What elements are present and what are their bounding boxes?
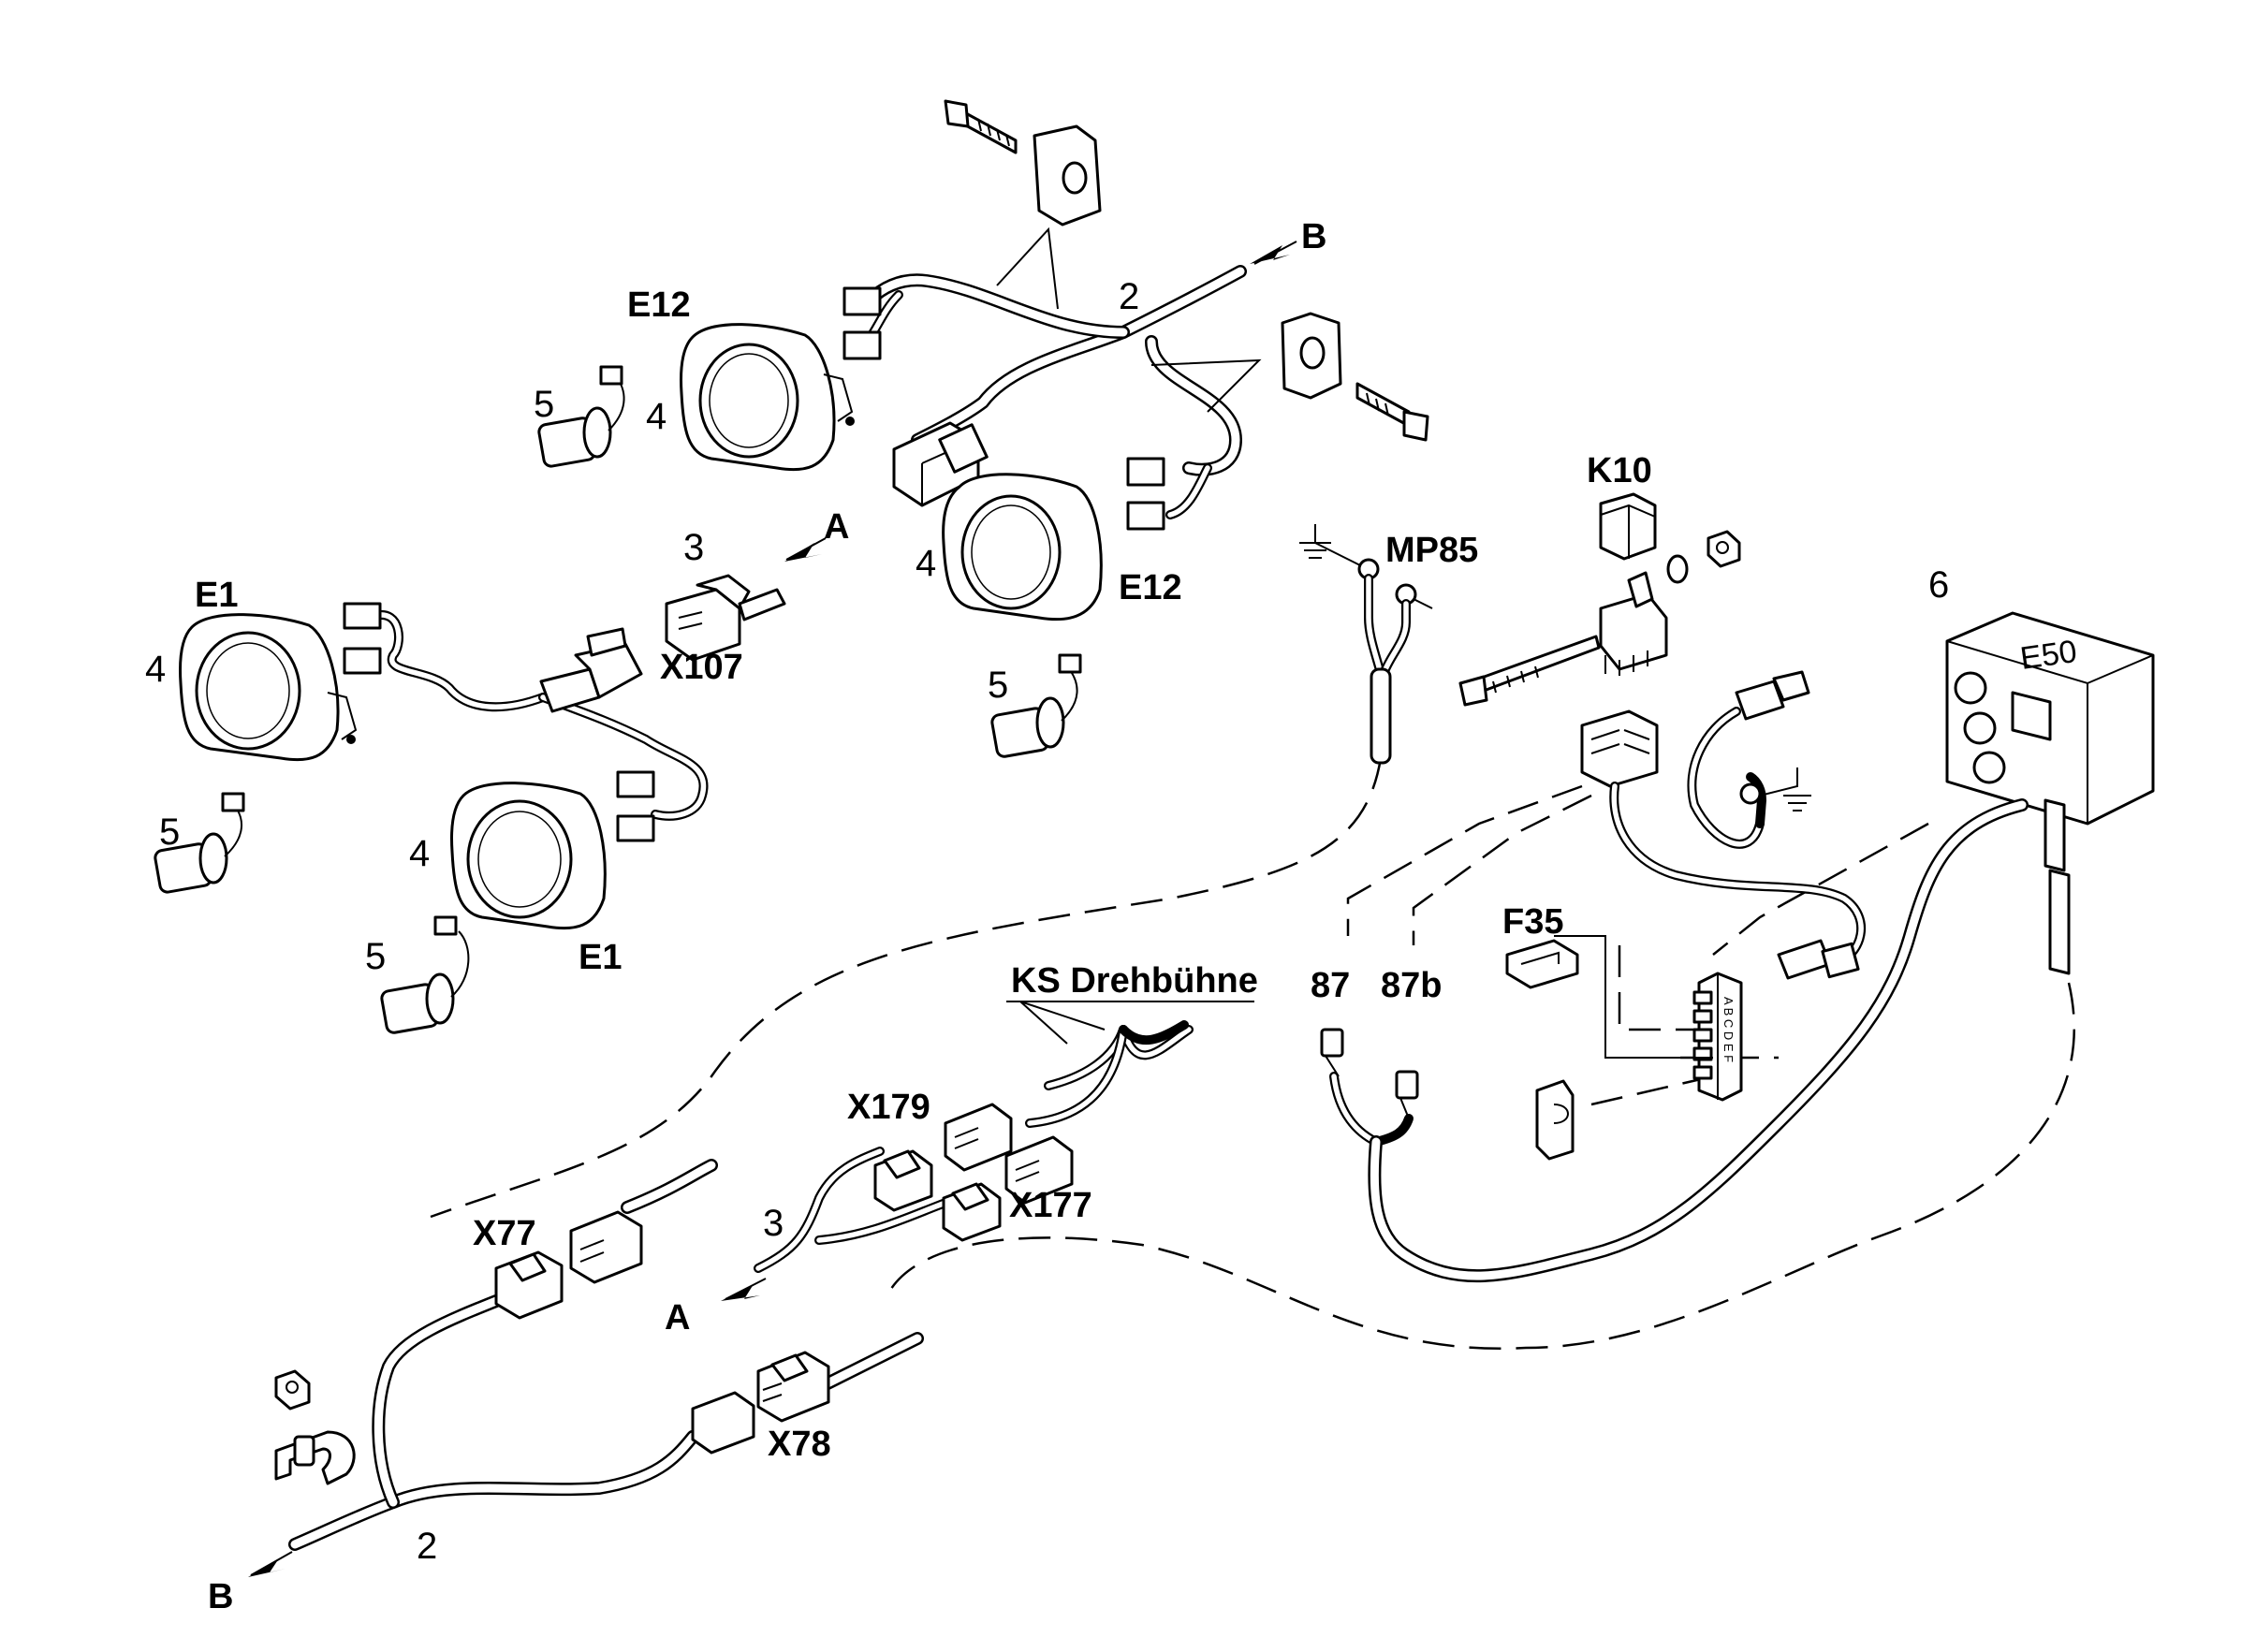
lamp-e1-left [179,613,358,762]
bolt-icon [1477,635,1601,693]
connector-x179 [873,1103,1013,1212]
arrow-head-icon [784,543,822,562]
relay-bracket [1458,530,1741,707]
number-4-c: 4 [145,649,166,690]
lamp-e12-top [680,323,855,472]
label-x179: X179 [847,1088,930,1127]
ground-symbol-icon [1299,542,1331,559]
number-5-c: 5 [159,811,180,853]
label-e1-low: E1 [579,938,622,977]
lamp-e12-mid [942,473,1103,621]
clip-part [1535,1079,1575,1161]
labels: E12 2 5 4 3 A X107 4 E12 5 E1 4 5 4 5 E1… [145,276,1949,1616]
connector-x77 [494,1210,643,1320]
clamp-bottom [274,1369,356,1485]
fuse-holder: A B C D E F [1692,972,1743,1102]
number-5-a: 5 [534,384,554,425]
arrow-head-icon [1250,245,1290,264]
label-e1-left: E1 [195,576,238,615]
label-e12-mid: E12 [1119,568,1182,607]
number-5-b: 5 [988,665,1008,706]
label-x77: X77 [473,1214,536,1253]
label-ks-drehbuehne: KS Drehbühne [1011,961,1258,1001]
label-87b: 87b [1381,966,1442,1005]
label-e12-top: E12 [627,285,691,325]
number-4-d: 4 [409,833,430,874]
label-f35: F35 [1502,902,1563,942]
ground-relay [1759,768,1811,811]
box-label-e50: E50 [2018,634,2079,677]
arrow-label-a-top: A [824,507,849,547]
connector-x78 [691,1351,830,1455]
label-x177: X177 [1009,1186,1092,1225]
harness-3-left [343,602,709,842]
junction-box-e50: E50 [1945,611,2155,975]
number-3-bottom: 3 [763,1203,784,1244]
arrow-b-top: B [1250,217,1326,265]
label-k10: K10 [1587,451,1652,490]
number-2-top: 2 [1119,276,1139,317]
harness-2-bottom [288,1159,924,1551]
number-4-a: 4 [646,396,667,437]
harness-2-top [842,227,1262,531]
arrow-label-b-top: B [1301,217,1326,256]
connector-x107 [665,537,827,662]
bulb-5-left [154,792,245,894]
number-3-top: 3 [683,527,704,568]
number-6: 6 [1928,564,1949,606]
ground-mp85 [1299,524,1433,765]
label-x78: X78 [768,1425,831,1464]
fuse-holder-pin-labels: A B C D E F [1721,997,1736,1062]
arrow-label-b-bottom: B [208,1577,233,1616]
arrow-a-bottom [721,1278,767,1301]
label-mp85: MP85 [1385,531,1478,570]
arrow-label-a-bottom: A [665,1298,690,1338]
label-87: 87 [1311,966,1350,1005]
bolt-icon [1355,382,1411,428]
lamp-e1-low [450,782,607,930]
dashed-routes [430,757,2075,1351]
number-4-b: 4 [916,543,936,584]
fuse-f35 [1505,939,1579,989]
ground-symbol-icon [1783,795,1811,811]
f35-leader [1554,935,1713,1059]
number-2-bottom: 2 [417,1526,437,1567]
clamp-top [944,99,1102,227]
clamp-right [1281,312,1429,442]
label-x107: X107 [660,648,743,687]
bulb-5-mid [990,653,1082,758]
bulb-5-top [537,365,625,468]
bulb-5-low [380,915,470,1034]
arrow-b-bottom [248,1551,293,1577]
relay-socket-harness [1580,670,1866,980]
number-5-d: 5 [365,936,386,977]
harness-e50 [1368,798,2029,1283]
relay-k10 [1599,492,1657,561]
leads-87-87b [1320,1028,1419,1147]
harness-3-bottom [754,1001,1194,1273]
connector-x177 [942,1135,1074,1242]
